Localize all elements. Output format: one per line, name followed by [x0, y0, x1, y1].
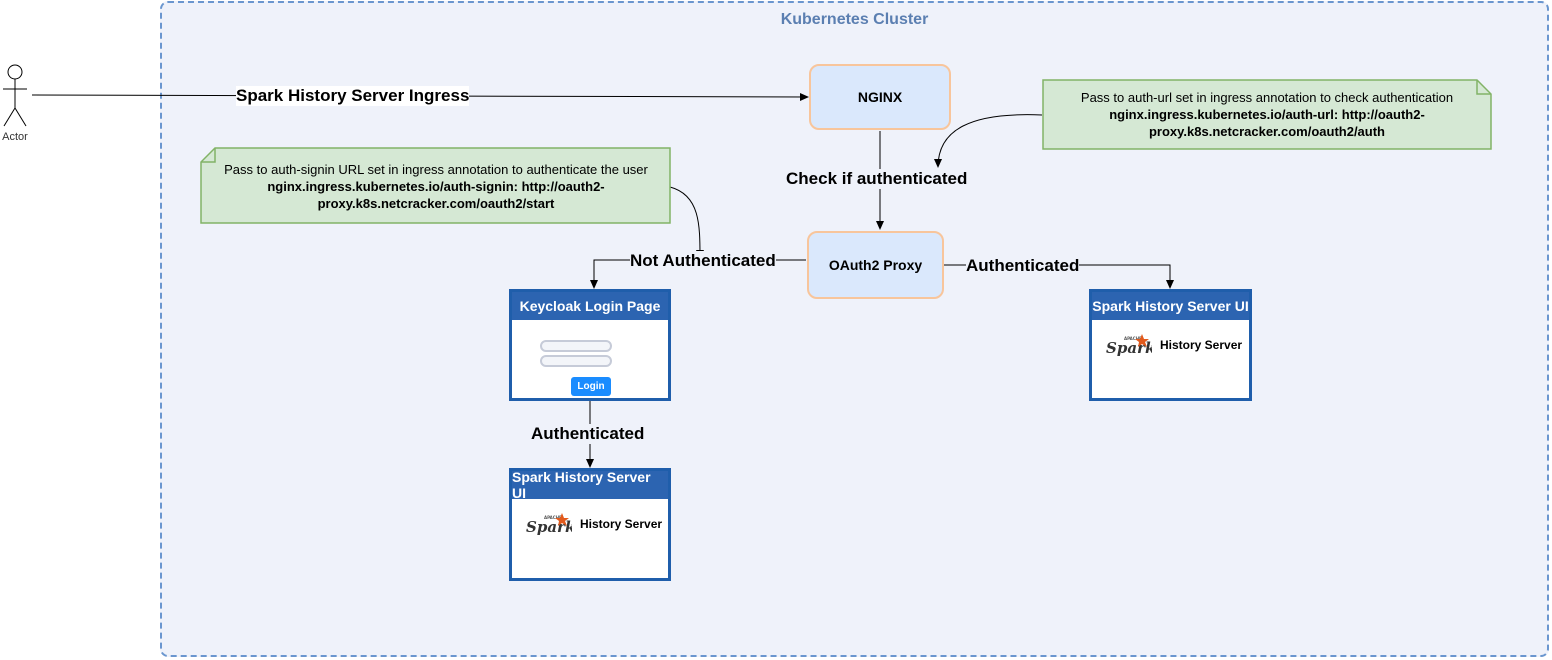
note-auth-url-line3: proxy.k8s.netcracker.com/oauth2/auth [1148, 124, 1386, 139]
nginx-node[interactable]: NGINX [809, 64, 951, 130]
spark-logo-icon: Spark APACHE [1106, 334, 1152, 357]
spark-right-label: History Server [1160, 338, 1243, 352]
spark-bottom-title: Spark History Server UI [512, 469, 668, 501]
edge-label-authenticated-right: Authenticated [966, 256, 1080, 276]
edge-note-auth-signin [669, 186, 704, 259]
spark-history-ui-right[interactable]: Spark History Server UI Spark APACHE His… [1089, 289, 1252, 401]
note-auth-signin-line2: nginx.ingress.kubernetes.io/auth-signin:… [267, 179, 605, 194]
edge-label-not-authenticated: Not Authenticated [630, 251, 776, 271]
spark-logo-small: APACHE [544, 515, 562, 520]
note-auth-url-line1: Pass to auth-url set in ingress annotati… [1080, 90, 1454, 105]
note-auth-signin: Pass to auth-signin URL set in ingress a… [200, 161, 672, 212]
keycloak-login-panel[interactable]: Keycloak Login Page Login [509, 289, 671, 401]
edge-label-authenticated-down: Authenticated [531, 424, 645, 444]
actor-label: Actor [2, 131, 28, 143]
note-auth-signin-shape [200, 147, 671, 224]
note-auth-url-line2: nginx.ingress.kubernetes.io/auth-url: ht… [1109, 107, 1425, 122]
nginx-label: NGINX [857, 89, 903, 105]
oauth2-proxy-label: OAuth2 Proxy [828, 257, 923, 273]
oauth2-proxy-node[interactable]: OAuth2 Proxy [807, 231, 944, 299]
spark-right-title: Spark History Server UI [1092, 292, 1249, 320]
spark-history-ui-bottom[interactable]: Spark History Server UI Spark APACHE His… [509, 468, 671, 581]
edge-label-check-auth: Check if authenticated [786, 169, 968, 189]
note-auth-url-shape [1042, 79, 1492, 150]
cluster-title: Kubernetes Cluster [780, 11, 929, 28]
username-field[interactable] [540, 340, 612, 352]
note-auth-url: Pass to auth-url set in ingress annotati… [1042, 89, 1492, 140]
edge-note-auth-url [934, 114, 1043, 168]
spark-logo-icon: Spark APACHE [526, 513, 572, 536]
spark-bottom-label: History Server [580, 517, 663, 531]
note-auth-signin-line1: Pass to auth-signin URL set in ingress a… [224, 162, 648, 177]
actor-icon [3, 64, 27, 127]
spark-right-row: Spark APACHE History Server [1104, 332, 1242, 358]
spark-bottom-row: Spark APACHE History Server [524, 511, 662, 537]
spark-logo-small: APACHE [1124, 336, 1142, 341]
password-field[interactable] [540, 355, 612, 367]
note-auth-signin-line3: proxy.k8s.netcracker.com/oauth2/start [317, 196, 555, 211]
keycloak-title: Keycloak Login Page [512, 292, 668, 320]
login-button[interactable]: Login [571, 377, 611, 396]
edge-label-ingress: Spark History Server Ingress [236, 86, 470, 106]
